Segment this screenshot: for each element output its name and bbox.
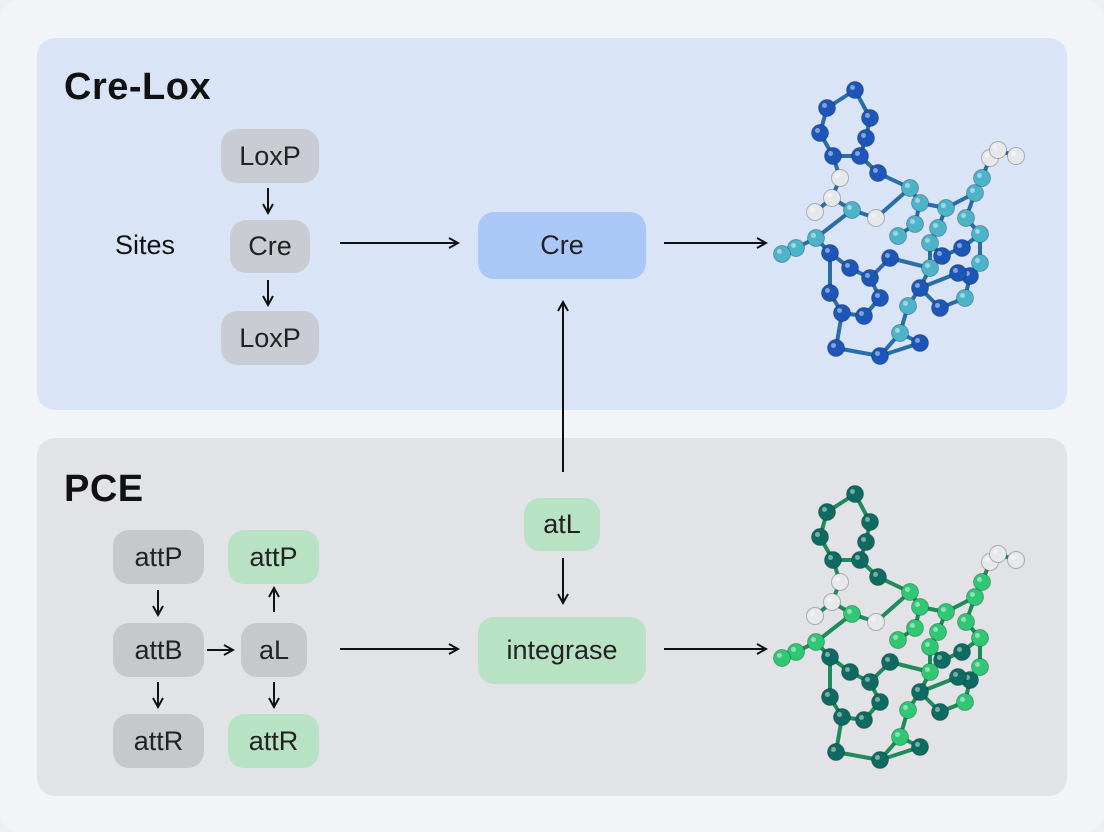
attr-node-left: attR xyxy=(113,714,204,768)
loxp-node-bottom: LoxP xyxy=(221,311,319,365)
attp-node-right: attP xyxy=(228,530,319,584)
integrase-node: integrase xyxy=(478,617,646,684)
attp-node-left: attP xyxy=(113,530,204,584)
cre-recombinase-node: Cre xyxy=(478,212,646,279)
attb-node: attB xyxy=(113,623,204,677)
cre-lox-title: Cre-Lox xyxy=(64,66,212,108)
cre-site-node: Cre xyxy=(230,220,310,273)
atl-node: atL xyxy=(524,498,600,551)
pce-title: PCE xyxy=(64,468,144,510)
protein-structure-icon-bottom xyxy=(773,485,1025,769)
sites-label: Sites xyxy=(115,230,176,260)
loxp-node-top: LoxP xyxy=(221,129,319,183)
protein-structure-icon-top xyxy=(773,81,1025,365)
attr-node-right: attR xyxy=(228,714,319,768)
al-node: aL xyxy=(241,623,307,677)
